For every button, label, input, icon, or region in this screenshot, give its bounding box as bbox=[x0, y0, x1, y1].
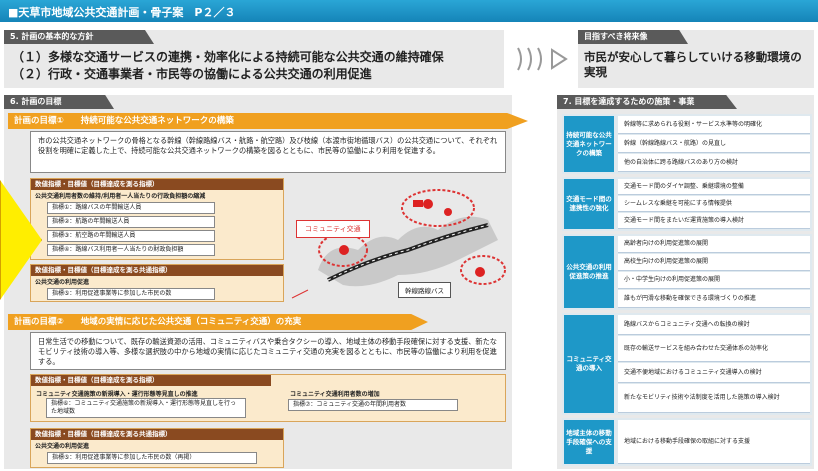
measures-header: 7. 目標を達成するための施策・事業 bbox=[557, 95, 737, 109]
goal1-description: 市の公共交通ネットワークの骨格となる幹線（幹線路線バス・航路・航空路）及び枝線（… bbox=[30, 131, 506, 173]
goals-header: 6. 計画の目標 bbox=[4, 95, 114, 109]
indicator-5-repeat: 指標⑤：利用促進事業等に参加した市民の数（再掲） bbox=[47, 452, 257, 464]
goal2-common-indicators: 数値指標・目標値（目標達成を測る共通指標） 公共交通の利用促進 指標⑤：利用促進… bbox=[30, 428, 284, 468]
arrow-icon bbox=[517, 47, 568, 71]
measure-item: 高校生向けの利用促進策の展開 bbox=[618, 254, 810, 271]
measure-category-2: 交通モード間の連携性の強化 bbox=[564, 179, 614, 229]
measure-item: 小・中学生向けの利用促進策の展開 bbox=[618, 272, 810, 289]
policy-line-2: （２）行政・交通事業者・市民等の協働による公共交通の利用促進 bbox=[12, 67, 372, 81]
measure-item: 幹線（幹線路線バス・航路）の見直し bbox=[618, 135, 810, 153]
goal2-left-sub: コミュニティ交通施策の新規導入・運行形態等見直しの推進 bbox=[36, 391, 198, 398]
indicator-1: 指標①：路線バスの年間輸送人員 bbox=[47, 202, 215, 214]
measure-item: 他の自治体に跨る路線バスのあり方の検討 bbox=[618, 154, 810, 172]
indicator-5: 指標⑤：利用促進事業等に参加した市民の数 bbox=[47, 288, 215, 300]
measure-category-1: 持続可能な公共交通ネットワークの構築 bbox=[564, 116, 614, 172]
measure-item: 新たなモビリティ技術や法制度を活用した施策の導入検討 bbox=[618, 384, 810, 413]
goal1-common-indicators: 数値指標・目標値（目標達成を測る共通指標） 公共交通の利用促進 指標⑤：利用促進… bbox=[30, 264, 284, 302]
indicator-2: 指標②：航路の年間輸送人員 bbox=[47, 216, 215, 228]
title-bar: ■天草市地域公共交通計画・骨子案 P２／３ bbox=[0, 0, 818, 22]
measure-item: 幹線等に求められる役割・サービス水準等の明確化 bbox=[618, 116, 810, 134]
indicator-3: 指標③：航空路の年間輸送人員 bbox=[47, 230, 215, 242]
measure-category-3: 公共交通の利用促進策の推進 bbox=[564, 236, 614, 308]
goal2-header: 計画の目標② 地域の実情に応じた公共交通（コミュニティ交通）の充実 bbox=[8, 314, 428, 330]
goal1-indicator-header: 数値指標・目標値（目標達成を測る指標） bbox=[31, 179, 283, 190]
goal1-header: 計画の目標① 持続可能な公共交通ネットワークの構築 bbox=[8, 113, 528, 129]
network-map-illustration bbox=[291, 189, 506, 299]
policy-line-1: （１）多様な交通サービスの連携・効率化による持続可能な公共交通の維持確保 bbox=[12, 50, 444, 64]
basic-policy-header: 5. 計画の基本的な方針 bbox=[4, 30, 154, 44]
future-vision-text: 市民が安心して暮らしていける移動環境の実現 bbox=[584, 50, 802, 79]
measure-item: 路線バスからコミュニティ交通への転換の検討 bbox=[618, 315, 810, 335]
indicator-7: 指標⑦：コミュニティ交通の年間利用者数 bbox=[288, 399, 458, 411]
measure-category-5: 地域主体の移動手段確保への支援 bbox=[564, 420, 614, 464]
goal1-title: 持続可能な公共交通ネットワークの構築 bbox=[80, 116, 234, 126]
measure-item: 交通モード間をまたいだ運賃施策の導入検討 bbox=[618, 213, 810, 229]
goal2-label: 計画の目標② bbox=[14, 317, 64, 327]
goal2-description: 日常生活での移動について、既存の輸送資源の活用、コミュニティバスや乗合タクシーの… bbox=[30, 332, 506, 370]
indicator-4: 指標④：路線バス利用者一人当たりの財政負担額 bbox=[47, 244, 215, 256]
goal1-indicators: 数値指標・目標値（目標達成を測る指標） 公共交通利用者数の維持/利用者一人当たり… bbox=[30, 178, 284, 260]
goal2-indicator-header: 数値指標・目標値（目標達成を測る指標） bbox=[31, 375, 271, 386]
community-transport-label: コミュニティ交通 bbox=[296, 220, 370, 238]
measure-item: 交通不便地域におけるコミュニティ交通導入の検討 bbox=[618, 363, 810, 383]
measure-category-4: コミュニティ交通の導入 bbox=[564, 315, 614, 413]
goal1-common-sub: 公共交通の利用促進 bbox=[35, 279, 90, 286]
indicator-6: 指標⑥：コミュニティ交通施策の新規導入・運行形態等見直しを行った地域数 bbox=[46, 398, 246, 418]
measure-item: 交通モード間のダイヤ調整、乗継環境の整備 bbox=[618, 179, 810, 195]
goal2-title: 地域の実情に応じた公共交通（コミュニティ交通）の充実 bbox=[80, 317, 302, 327]
measure-item: 地域における移動手段確保の取組に対する支援 bbox=[618, 420, 810, 464]
measure-item: 誰もが円滑な移動を確保できる環境づくりの推進 bbox=[618, 290, 810, 308]
goal2-common-header: 数値指標・目標値（目標達成を測る共通指標） bbox=[31, 429, 283, 440]
measure-item: 高齢者向けの利用促進策の展開 bbox=[618, 236, 810, 253]
goal1-indicator-sub: 公共交通利用者数の維持/利用者一人当たりの行政負担額の縮減 bbox=[35, 193, 206, 200]
measure-item: 既存の輸送サービスを組み合わせた交通体系の効率化 bbox=[618, 336, 810, 362]
city-name: 天草市 bbox=[18, 6, 52, 19]
goal2-right-sub: コミュニティ交通利用者数の増加 bbox=[290, 391, 380, 398]
goal2-common-sub: 公共交通の利用促進 bbox=[35, 443, 90, 450]
goal1-label: 計画の目標① bbox=[14, 116, 64, 126]
page-title: 地域公共交通計画・骨子案 P２／３ bbox=[51, 6, 236, 19]
goal1-common-header: 数値指標・目標値（目標達成を測る共通指標） bbox=[31, 265, 283, 276]
trunk-bus-label: 幹線路線バス bbox=[398, 282, 451, 298]
future-vision-header: 目指すべき将来像 bbox=[578, 30, 688, 44]
measure-item: シームレスな乗継を可能にする情報提供 bbox=[618, 196, 810, 212]
